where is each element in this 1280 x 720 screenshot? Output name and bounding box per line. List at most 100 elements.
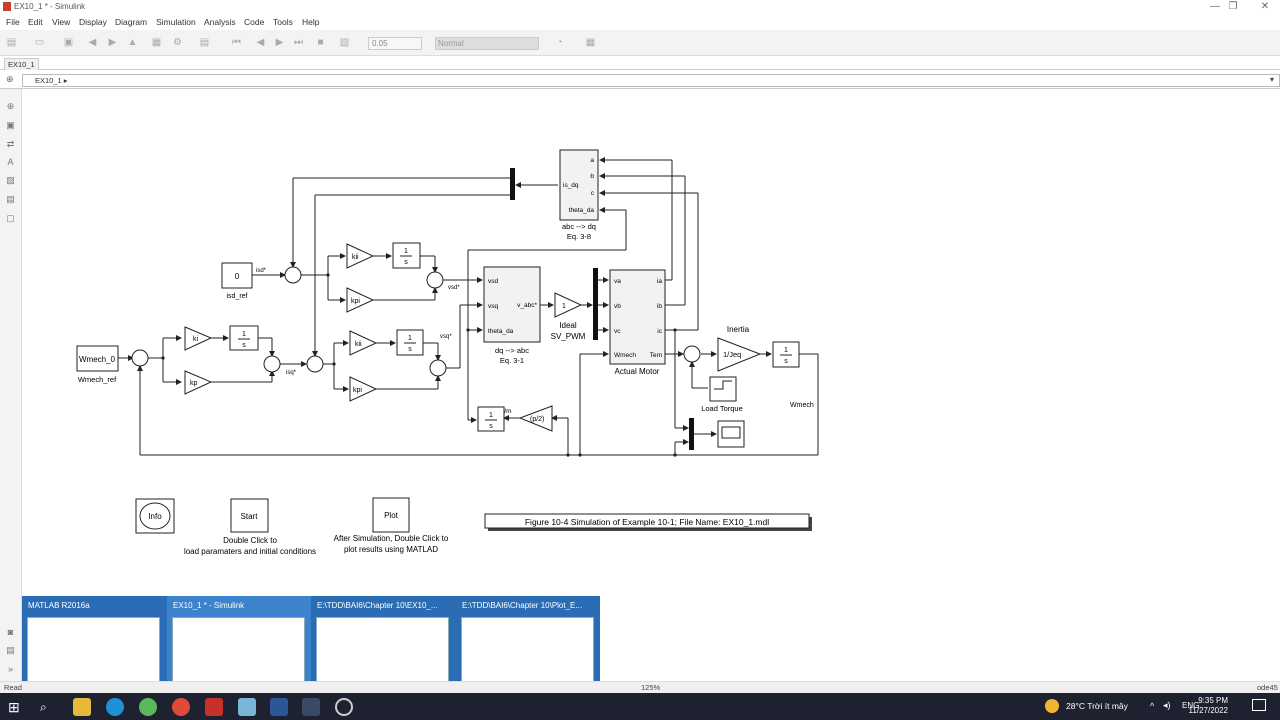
menu-display[interactable]: Display — [79, 17, 107, 27]
speed-integrator-block[interactable]: 1 s — [229, 325, 259, 351]
minimize-icon[interactable]: — — [1210, 1, 1220, 12]
save-icon[interactable]: ▣ — [63, 37, 74, 48]
dq-to-abc-block[interactable]: vsd vsq theta_da v_abc* dq --> abc Eq. 3… — [483, 266, 541, 365]
file-explorer-icon[interactable] — [73, 698, 91, 716]
model-advisor-icon[interactable]: ◔ — [556, 37, 563, 48]
search-icon[interactable]: ⌕ — [40, 700, 47, 714]
preview-matlab[interactable]: MATLAB R2016a — [22, 596, 166, 692]
grid-icon[interactable]: ▦ — [585, 37, 596, 48]
camera-icon[interactable]: ◙ — [7, 627, 14, 637]
preview-editor-plot[interactable]: E:\TDD\BAI6\Chapter 10\Plot_E... — [456, 596, 600, 692]
library-browser-icon[interactable]: ▦ — [151, 37, 162, 48]
menu-help[interactable]: Help — [302, 17, 320, 27]
info-button[interactable]: Info — [135, 498, 175, 534]
load-torque-block[interactable]: Load Torque — [701, 376, 743, 413]
block-list-icon[interactable]: ▤ — [6, 645, 15, 655]
isd-sum-block[interactable] — [284, 266, 302, 284]
wmech-integrator-block[interactable]: 1 s — [772, 341, 800, 368]
address-dropdown-icon[interactable]: ▾ — [1270, 75, 1275, 84]
settings-icon[interactable]: ⚙ — [173, 37, 182, 48]
ki-gain-block[interactable]: ki — [184, 326, 213, 351]
menu-diagram[interactable]: Diagram — [115, 17, 148, 27]
isd-ref-block[interactable]: 0 isd_ref — [221, 262, 253, 300]
kii-d-gain-block[interactable]: kii — [346, 243, 375, 269]
image-icon[interactable]: ▨ — [6, 175, 15, 185]
run-icon[interactable]: ▶ — [275, 37, 284, 48]
figure-caption-annotation[interactable]: Figure 10-4 Simulation of Example 10-1; … — [484, 513, 812, 531]
zoom-icon[interactable]: ⊕ — [6, 101, 15, 111]
matlab-icon[interactable] — [302, 698, 320, 716]
forward-icon[interactable]: ▶ — [108, 37, 117, 48]
tab-ex10-1[interactable]: EX10_1 — [4, 58, 39, 70]
step-forward-icon[interactable]: ⏭ — [294, 37, 303, 48]
open-icon[interactable]: ▭ — [34, 37, 45, 48]
volume-icon[interactable]: ◂) — [1163, 700, 1171, 710]
menu-tools[interactable]: Tools — [273, 17, 293, 27]
annotation-icon[interactable]: A — [7, 157, 14, 167]
close-icon[interactable]: ✕ — [1260, 1, 1270, 12]
jeq-gain-block[interactable]: 1/Jeq — [717, 337, 762, 372]
arrow-icon[interactable]: ⇄ — [6, 139, 15, 149]
chrome-icon[interactable] — [172, 698, 190, 716]
stop-time-input[interactable]: 0.05 — [368, 37, 422, 50]
clock[interactable]: 9:35 PM 11/27/2022 — [1189, 696, 1228, 716]
vsq-sum-block[interactable] — [429, 359, 447, 377]
preview-simulink[interactable]: EX10_1 * - Simulink — [167, 596, 311, 692]
edge-icon[interactable] — [106, 698, 124, 716]
kpi-q-gain-block[interactable]: kpi — [349, 376, 378, 402]
fit-view-icon[interactable]: ▣ — [6, 120, 15, 130]
speed-pi-sum-block[interactable] — [263, 355, 281, 373]
app-icon[interactable] — [139, 698, 157, 716]
windows-start-icon[interactable]: ⊞ — [8, 699, 20, 715]
actual-motor-block[interactable]: va vb vc Wmech ia ib ic Tem Actual Motor — [609, 269, 666, 376]
hide-browser-icon[interactable]: ⊕ — [6, 74, 14, 84]
notifications-icon[interactable] — [1252, 699, 1266, 711]
menu-file[interactable]: File — [6, 17, 20, 27]
notes-icon[interactable] — [238, 698, 256, 716]
model-path[interactable]: EX10_1 ▸ — [22, 74, 1280, 87]
p2-gain-block[interactable]: (p/2) — [518, 405, 553, 432]
speed-sum-block[interactable] — [131, 349, 149, 367]
stop-icon[interactable]: ■ — [317, 37, 324, 48]
menu-simulation[interactable]: Simulation — [156, 17, 196, 27]
scope-block[interactable] — [717, 420, 745, 448]
isq-sum-block[interactable] — [306, 355, 324, 373]
menu-edit[interactable]: Edit — [28, 17, 43, 27]
explorer-icon[interactable]: ▤ — [199, 37, 210, 48]
area-icon[interactable]: ▤ — [6, 194, 15, 204]
rewind-icon[interactable]: ◀ — [256, 37, 265, 48]
isd-integrator-block[interactable]: 1 s — [392, 242, 421, 269]
start-button[interactable]: Start — [230, 498, 269, 533]
pdf-reader-icon[interactable] — [205, 698, 223, 716]
simulink-taskbar-icon[interactable] — [335, 698, 353, 716]
vsd-sum-block[interactable] — [426, 271, 444, 289]
torque-sum-block[interactable] — [683, 345, 701, 363]
isq-integrator-block[interactable]: 1 s — [396, 329, 424, 356]
back-icon[interactable]: ◀ — [88, 37, 97, 48]
language-indicator[interactable]: ENG — [1182, 701, 1200, 710]
record-icon[interactable]: ▧ — [339, 37, 350, 48]
menu-code[interactable]: Code — [244, 17, 265, 27]
scope-mux-bar[interactable] — [689, 418, 694, 450]
kpi-d-gain-block[interactable]: kpi — [346, 287, 375, 313]
ideal-svpwm-block[interactable]: 1 Ideal SV_PWM — [551, 292, 586, 341]
maximize-icon[interactable]: ❐ — [1228, 1, 1238, 12]
word-icon[interactable] — [270, 698, 288, 716]
abc-to-dq-block[interactable]: a b c theta_da is_dq abc --> dq Eq. 3-8 — [559, 149, 599, 241]
chevron-up-icon[interactable]: ^ — [1150, 701, 1155, 711]
model-canvas[interactable]: Wmech_0 Wmech_ref ki kp 1 s isq* 0 isd_r… — [22, 89, 1280, 681]
wmech-ref-block[interactable]: Wmech_0 Wmech_ref — [76, 345, 119, 384]
kii-q-gain-block[interactable]: kii — [349, 330, 378, 356]
menu-view[interactable]: View — [52, 17, 71, 27]
rectangle-icon[interactable]: ▢ — [6, 213, 15, 223]
preview-editor-ex10[interactable]: E:\TDD\BAI6\Chapter 10\EX10_... — [311, 596, 455, 692]
expand-icon[interactable]: » — [7, 664, 13, 674]
menu-analysis[interactable]: Analysis — [204, 17, 236, 27]
new-model-icon[interactable]: ▤ — [6, 37, 17, 48]
plot-button[interactable]: Plot — [372, 497, 410, 533]
weather-icon[interactable] — [1045, 699, 1059, 713]
simulation-mode-select[interactable]: Normal — [435, 37, 539, 50]
up-icon[interactable]: ▲ — [127, 37, 138, 48]
demux-bar[interactable] — [593, 268, 598, 340]
kp-gain-block[interactable]: kp — [184, 370, 213, 395]
